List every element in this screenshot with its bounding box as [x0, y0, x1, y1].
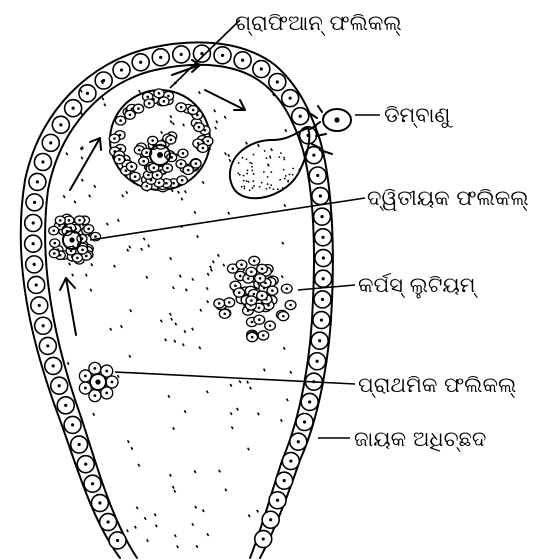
label-corpus-luteum: କର୍ପସ୍ ଲୁଟିୟମ୍: [358, 273, 478, 298]
germinal-epithelium-cells: [25, 45, 332, 549]
graafian-follicle: [109, 89, 213, 192]
primary-follicle: [79, 362, 118, 401]
label-germinal-epithelium: ଜାୟକ ଅଧିଚ୍ଛଦ: [354, 427, 486, 452]
corpus-luteum: [214, 256, 296, 341]
ruptured-follicle-contents: [237, 150, 294, 191]
label-graafian-follicle: ଗ୍ରାଫିଆନ୍ ଫଲିକଲ୍: [235, 11, 402, 36]
leader-lines: [90, 20, 380, 438]
label-ovum: ଡିମ୍ବାଣୁ: [384, 103, 453, 128]
label-primary-follicle: ପ୍ରାଥମିକ ଫଲିକଲ୍: [358, 373, 516, 398]
label-secondary-follicle: ଦ୍ୱିତୀୟକ ଫଲିକଲ୍: [367, 186, 529, 211]
